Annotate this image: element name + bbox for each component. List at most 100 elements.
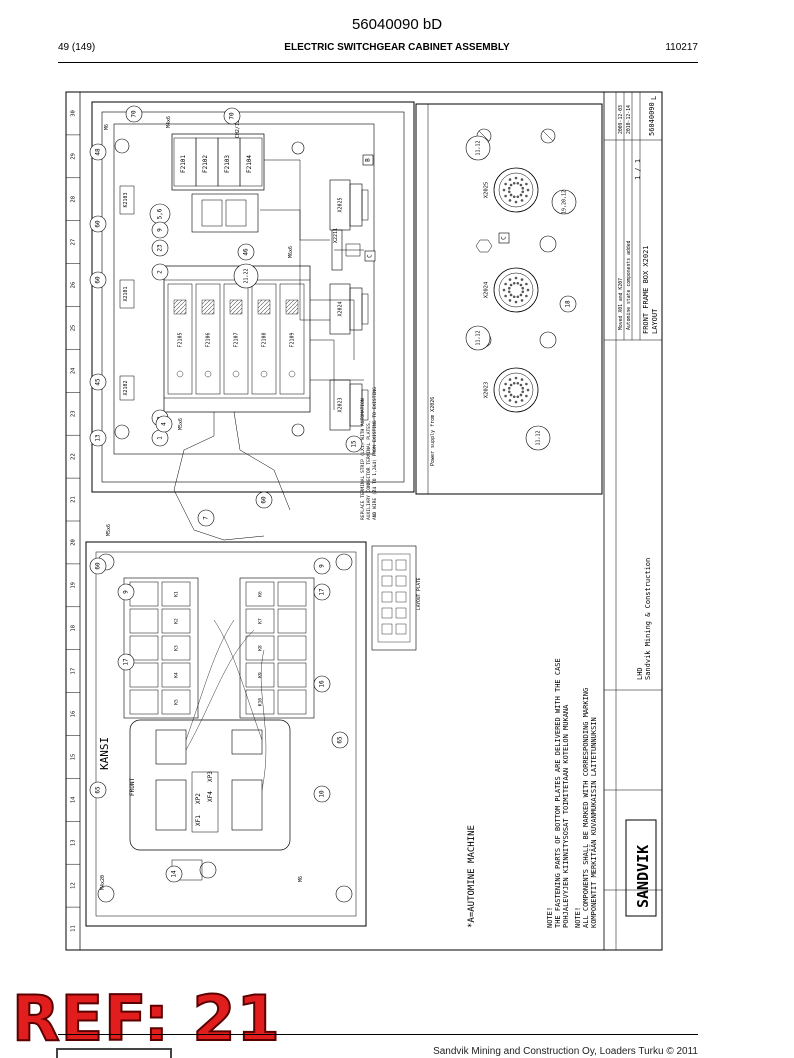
relay-label: K5 (174, 699, 180, 705)
zone-number: 12 (71, 882, 77, 889)
svg-text:AUXILIARY CONNECTOR TERMINAL P: AUXILIARY CONNECTOR TERMINAL PLATES, (366, 420, 372, 520)
callout-balloon: 9 (151, 221, 169, 239)
svg-text:Power supply from X2026: Power supply from X2026 (430, 397, 436, 466)
svg-text:M4x6: M4x6 (166, 116, 172, 128)
callout-letter-label: C (501, 236, 508, 240)
callout-balloon: 60 (255, 491, 273, 509)
callout-number: 11,12 (476, 140, 482, 155)
callout-number: 14 (171, 870, 178, 878)
svg-text:2010-12-14: 2010-12-14 (626, 105, 632, 134)
svg-text:K2103: K2103 (123, 192, 129, 207)
callout-number: 19,20,12 (562, 190, 568, 214)
callout-number: 46 (243, 248, 250, 256)
callout-letter: B (362, 154, 374, 166)
svg-text:KOMPONENTIT MERKITÄÄN KUVANMUK: KOMPONENTIT MERKITÄÄN KUVANMUKAISIN LAIT… (589, 717, 598, 928)
svg-text:F2102: F2102 (202, 155, 209, 173)
callout-number: 21,22 (244, 268, 250, 283)
svg-text:F2101: F2101 (180, 155, 187, 173)
svg-text:Sandvik Mining & Construction: Sandvik Mining & Construction (644, 558, 652, 680)
zone-number: 16 (71, 711, 77, 718)
svg-text:F2104: F2104 (246, 155, 253, 173)
callout-balloon: 16 (313, 675, 331, 693)
callout-number: 13 (95, 434, 102, 442)
ref-stamp: REF: 21 (11, 982, 281, 1055)
frame-connector-label: X2023 (484, 382, 490, 399)
footer-text: Sandvik Mining and Construction Oy, Load… (433, 1046, 698, 1057)
callout-number: 4 (161, 422, 168, 426)
callout-letter: C (498, 232, 510, 244)
callout-balloon: 18 (559, 295, 577, 313)
svg-text:LHD: LHD (636, 667, 644, 680)
callout-number: 10 (319, 790, 326, 798)
callout-number: 1 (157, 436, 164, 440)
zone-number: 29 (71, 153, 77, 160)
callout-balloon: 19,20,12 (551, 189, 577, 215)
callout-letter-label: C (367, 254, 374, 258)
svg-text:X2101: X2101 (123, 286, 129, 301)
svg-text:56040090: 56040090 (648, 102, 656, 136)
svg-text:XF1: XF1 (195, 815, 202, 826)
svg-text:POHJALEVYJEN KIINNITYSOSAT TOI: POHJALEVYJEN KIINNITYSOSAT TOIMITETAAN K… (562, 704, 570, 928)
svg-text:NOTE!: NOTE! (546, 907, 554, 928)
callout-number: 23 (157, 244, 164, 252)
zone-number: 18 (71, 625, 77, 632)
document-date: 110217 (665, 42, 698, 53)
zone-number: 20 (71, 539, 77, 546)
callout-number: 17 (123, 658, 130, 666)
callout-balloon: 14 (165, 865, 183, 883)
frame-connector-label: X2024 (484, 281, 490, 298)
callout-balloon: 15 (345, 435, 363, 453)
zone-number: 28 (71, 196, 77, 203)
page-number: 49 (149) (58, 42, 96, 53)
svg-text:1 / 1: 1 / 1 (634, 159, 642, 180)
svg-text:L: L (650, 96, 658, 100)
callout-balloon: 23 (151, 239, 169, 257)
callout-number: 15 (351, 440, 358, 448)
svg-text:Moved X01 and K207: Moved X01 and K207 (618, 278, 624, 330)
callout-balloon: 11,12 (465, 325, 491, 351)
footer-logo (56, 1048, 172, 1058)
callout-balloon: 5,6 (149, 203, 171, 225)
document-number: 56040090 bD (351, 16, 443, 33)
callout-number: 11,12 (476, 330, 482, 345)
svg-text:REPLACE TERMINAL STRIP (LX1) W: REPLACE TERMINAL STRIP (LX1) WITH AUTOMA… (360, 398, 366, 520)
callout-number: 11,12 (536, 430, 542, 445)
callout-number: 5,6 (157, 208, 164, 219)
callout-balloon: 17 (313, 583, 331, 601)
callout-number: 60 (261, 496, 268, 504)
svg-text:FRONT FRAME BOX X2021: FRONT FRAME BOX X2021 (642, 245, 650, 334)
connector-label: X2025 (338, 197, 344, 212)
callout-balloon: 17 (117, 653, 135, 671)
relay-label: K10 (258, 698, 264, 706)
svg-text:*A=AUTOMINE MACHINE: *A=AUTOMINE MACHINE (467, 825, 477, 928)
callout-balloon: 4 (155, 415, 173, 433)
callout-number: 65 (337, 736, 344, 744)
zone-number: 21 (71, 496, 77, 503)
callout-balloon: 65 (331, 731, 349, 749)
svg-text:NOTE!: NOTE! (574, 907, 582, 928)
svg-text:FRONT: FRONT (129, 778, 136, 796)
relay-label: K3 (174, 645, 180, 651)
svg-text:M6: M6 (104, 124, 110, 130)
svg-text:Automine state components adde: Automine state components added (626, 240, 632, 330)
svg-text:CH2/1221: CH2/1221 (235, 114, 241, 138)
zone-number: 26 (71, 282, 77, 289)
callout-balloon: 60 (89, 215, 107, 233)
callout-balloon: 65 (89, 781, 107, 799)
zone-number: 30 (71, 110, 77, 117)
callout-balloon: 11,12 (465, 135, 491, 161)
callout-balloon: 46 (237, 243, 255, 261)
callout-balloon: 10 (313, 785, 331, 803)
callout-number: 60 (95, 220, 102, 228)
callout-balloon: 9 (313, 557, 331, 575)
callout-number: 7 (203, 516, 210, 520)
din-module-label: F2109 (290, 332, 296, 347)
callout-number: 17 (319, 588, 326, 596)
svg-text:M6: M6 (298, 876, 304, 882)
zone-number: 25 (71, 325, 77, 332)
svg-text:LAYOUT PLATE: LAYOUT PLATE (416, 577, 422, 610)
svg-text:F2103: F2103 (224, 155, 231, 173)
zone-number: 14 (71, 796, 77, 803)
svg-text:SANDVIK: SANDVIK (634, 845, 652, 908)
